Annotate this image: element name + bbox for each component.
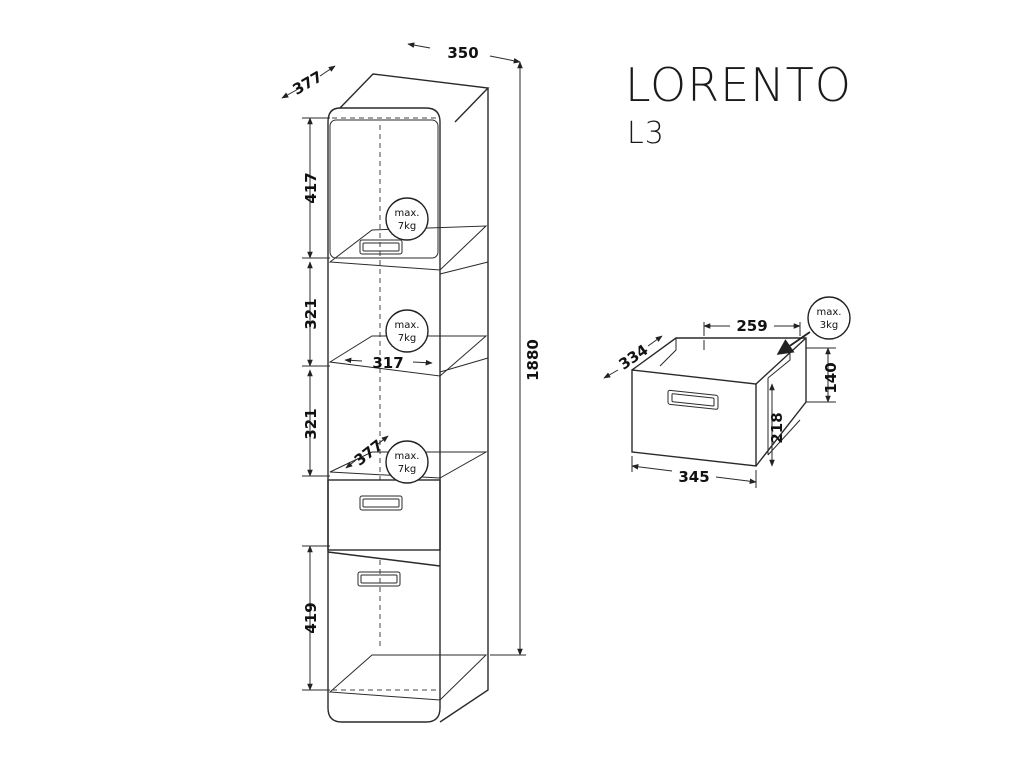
dim-shelf-depth: 377 <box>345 435 389 470</box>
dim-height: 1880 <box>490 61 542 656</box>
load-arrow-icon <box>776 331 811 355</box>
dim-drawer-side-height: 140 <box>806 347 840 403</box>
badge-text: 3kg <box>820 320 839 331</box>
dim-label-mid2: 321 <box>302 408 320 439</box>
badge-text: max. <box>395 320 420 331</box>
dim-width: 350 <box>407 42 521 64</box>
dim-label-bottom: 419 <box>302 602 320 633</box>
dim-label-front-height: 218 <box>768 412 786 443</box>
dim-shelf-width: 317 <box>344 354 433 372</box>
dim-label-top: 417 <box>302 172 320 203</box>
top-door <box>329 119 439 259</box>
dim-label-height: 1880 <box>524 339 542 381</box>
cabinet-drawing: max. 7kg max. 7kg max. 7kg 350 <box>281 42 542 723</box>
cabinet-body <box>327 73 490 723</box>
product-model: L3 <box>627 116 665 151</box>
load-badge-top: max. 7kg <box>385 197 429 241</box>
load-badge-lower: max. 7kg <box>385 440 429 484</box>
dim-drawer-inner-width: 259 <box>703 317 801 336</box>
badge-text: 7kg <box>398 333 417 344</box>
badge-text: max. <box>395 208 420 219</box>
dim-label-mid1: 321 <box>302 298 320 329</box>
dim-label-inner-width: 259 <box>736 317 767 335</box>
dim-drawer-front-width: 345 <box>631 456 757 488</box>
dim-label-shelf-width: 317 <box>372 354 403 372</box>
dim-drawer-front-height: 218 <box>768 383 786 467</box>
dim-label-front-width: 345 <box>678 468 709 486</box>
cabinet-drawer-upper <box>327 479 441 551</box>
dim-label-side-height: 140 <box>822 362 840 393</box>
dim-label-width: 350 <box>447 44 478 62</box>
load-badge-drawer: max. 3kg <box>776 296 851 355</box>
dim-depth: 377 <box>281 65 336 99</box>
cabinet-door-lower <box>327 551 441 587</box>
dim-label-depth: 377 <box>289 68 325 99</box>
shelves <box>328 117 488 701</box>
badge-text: 7kg <box>398 221 417 232</box>
badge-text: max. <box>395 451 420 462</box>
product-title: LORENTO <box>625 58 852 112</box>
dim-drawer-depth: 334 <box>603 335 663 379</box>
badge-text: max. <box>817 307 842 318</box>
load-badge-middle: max. 7kg <box>385 309 429 353</box>
drawer-box <box>631 337 807 467</box>
dim-compartments: 417 321 321 419 <box>302 117 330 691</box>
badge-text: 7kg <box>398 464 417 475</box>
drawer-drawing: max. 3kg 259 334 <box>603 296 851 488</box>
